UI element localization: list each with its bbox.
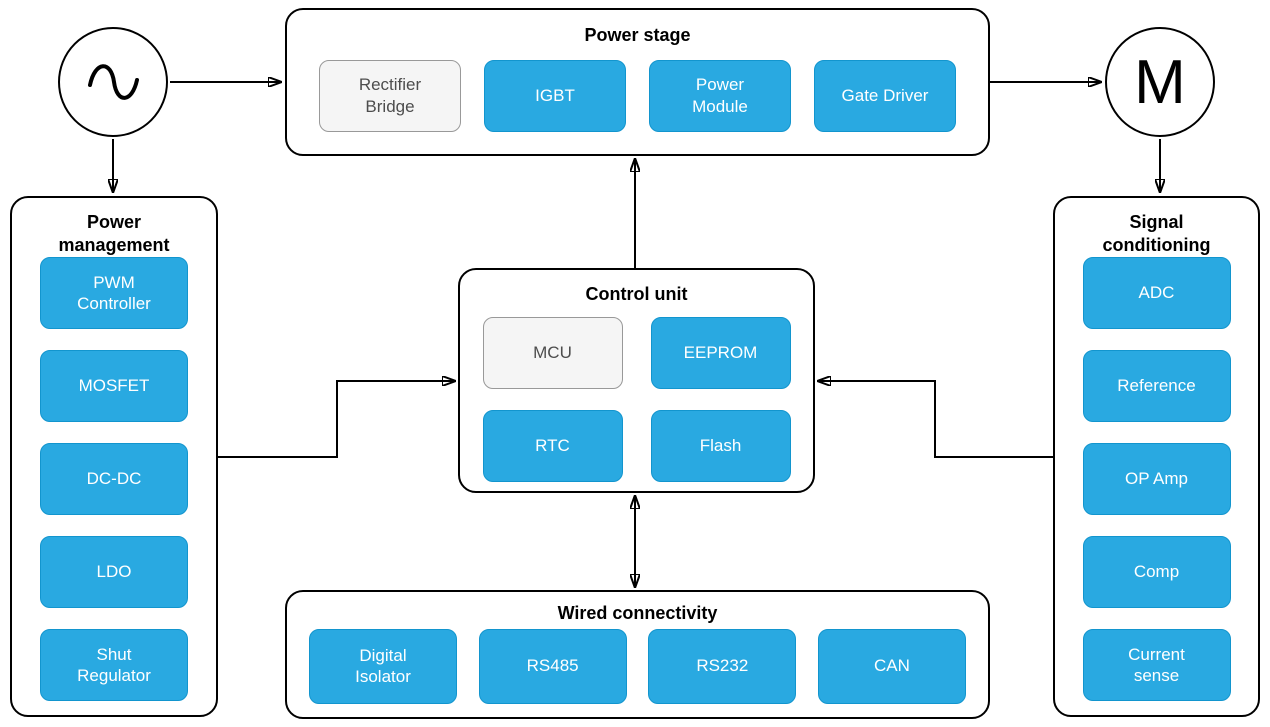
node-label: PWM Controller (77, 272, 151, 313)
node-gate-driver: Gate Driver (814, 59, 956, 132)
node-digital-isolator: Digital Isolator (309, 628, 457, 704)
motor-node: M (1105, 27, 1215, 137)
node-label: Rectifier Bridge (358, 75, 422, 116)
node-label: Reference (1117, 376, 1196, 396)
group-control-unit-content: MCU EEPROM RTC Flash (460, 317, 813, 483)
group-signal-conditioning: Signal conditioning ADC Reference OP Amp… (1053, 196, 1260, 717)
node-op-amp: OP Amp (1082, 443, 1231, 515)
node-mosfet: MOSFET (40, 350, 188, 422)
node-ldo: LDO (40, 536, 188, 608)
node-rtc: RTC (482, 410, 623, 483)
node-dc-dc: DC-DC (40, 443, 188, 515)
node-current-sense: Current sense (1082, 629, 1231, 701)
group-power-stage-content: Rectifier Bridge IGBT Power Module Gate … (287, 47, 988, 154)
node-label: Gate Driver (841, 85, 929, 105)
group-signal-conditioning-title: Signal conditioning (1102, 212, 1211, 256)
group-power-management: Power management PWM Controller MOSFET D… (10, 196, 218, 717)
arrow-power-management-to-control-unit (218, 381, 455, 458)
node-label: Digital Isolator (355, 645, 411, 687)
motor-label: M (1134, 47, 1186, 117)
sine-wave-icon (88, 64, 139, 100)
node-label: LDO (96, 562, 132, 582)
arrow-signal-conditioning-to-control-unit (818, 381, 1053, 458)
node-adc: ADC (1082, 257, 1231, 329)
node-label: Power Module (692, 75, 748, 116)
node-comp: Comp (1082, 536, 1231, 608)
group-control-unit: Control unit MCU EEPROM RTC Flash (458, 268, 815, 493)
ac-source-node (58, 27, 168, 137)
group-wired-connectivity: Wired connectivity Digital Isolator RS48… (285, 590, 990, 719)
node-label: OP Amp (1125, 469, 1188, 489)
node-label: ADC (1138, 283, 1175, 303)
node-label: Flash (699, 436, 742, 456)
group-control-unit-title: Control unit (585, 284, 688, 304)
node-label: MCU (533, 343, 572, 363)
node-label: Current sense (1128, 644, 1185, 685)
group-wired-connectivity-title: Wired connectivity (557, 603, 718, 623)
group-signal-conditioning-content: ADC Reference OP Amp Comp Current sense (1055, 257, 1258, 701)
group-power-management-content: PWM Controller MOSFET DC-DC LDO Shut Reg… (12, 257, 216, 701)
node-flash: Flash (650, 410, 791, 483)
node-label: EEPROM (683, 343, 758, 363)
group-power-stage: Power stage Rectifier Bridge IGBT Power … (285, 8, 990, 156)
node-label: IGBT (535, 85, 575, 105)
node-eeprom: EEPROM (650, 317, 791, 390)
node-igbt: IGBT (484, 59, 626, 132)
node-label: RS232 (696, 656, 749, 676)
node-mcu: MCU (482, 317, 623, 390)
node-power-module: Power Module (649, 59, 791, 132)
group-wired-connectivity-content: Digital Isolator RS485 RS232 CAN (287, 625, 988, 717)
node-label: RTC (535, 436, 570, 456)
node-can: CAN (817, 628, 966, 704)
group-power-management-title: Power management (58, 212, 170, 256)
node-reference: Reference (1082, 350, 1231, 422)
group-power-stage-title: Power stage (584, 25, 691, 45)
node-shut-regulator: Shut Regulator (40, 629, 188, 701)
node-label: RS485 (526, 656, 579, 676)
node-rs485: RS485 (478, 628, 627, 704)
node-label: DC-DC (86, 469, 142, 489)
node-label: MOSFET (78, 376, 150, 396)
node-label: Shut Regulator (77, 644, 151, 685)
node-label: Comp (1133, 562, 1180, 582)
node-label: CAN (874, 656, 910, 676)
node-pwm-controller: PWM Controller (40, 257, 188, 329)
node-rectifier-bridge: Rectifier Bridge (319, 59, 461, 132)
node-rs232: RS232 (648, 628, 797, 704)
